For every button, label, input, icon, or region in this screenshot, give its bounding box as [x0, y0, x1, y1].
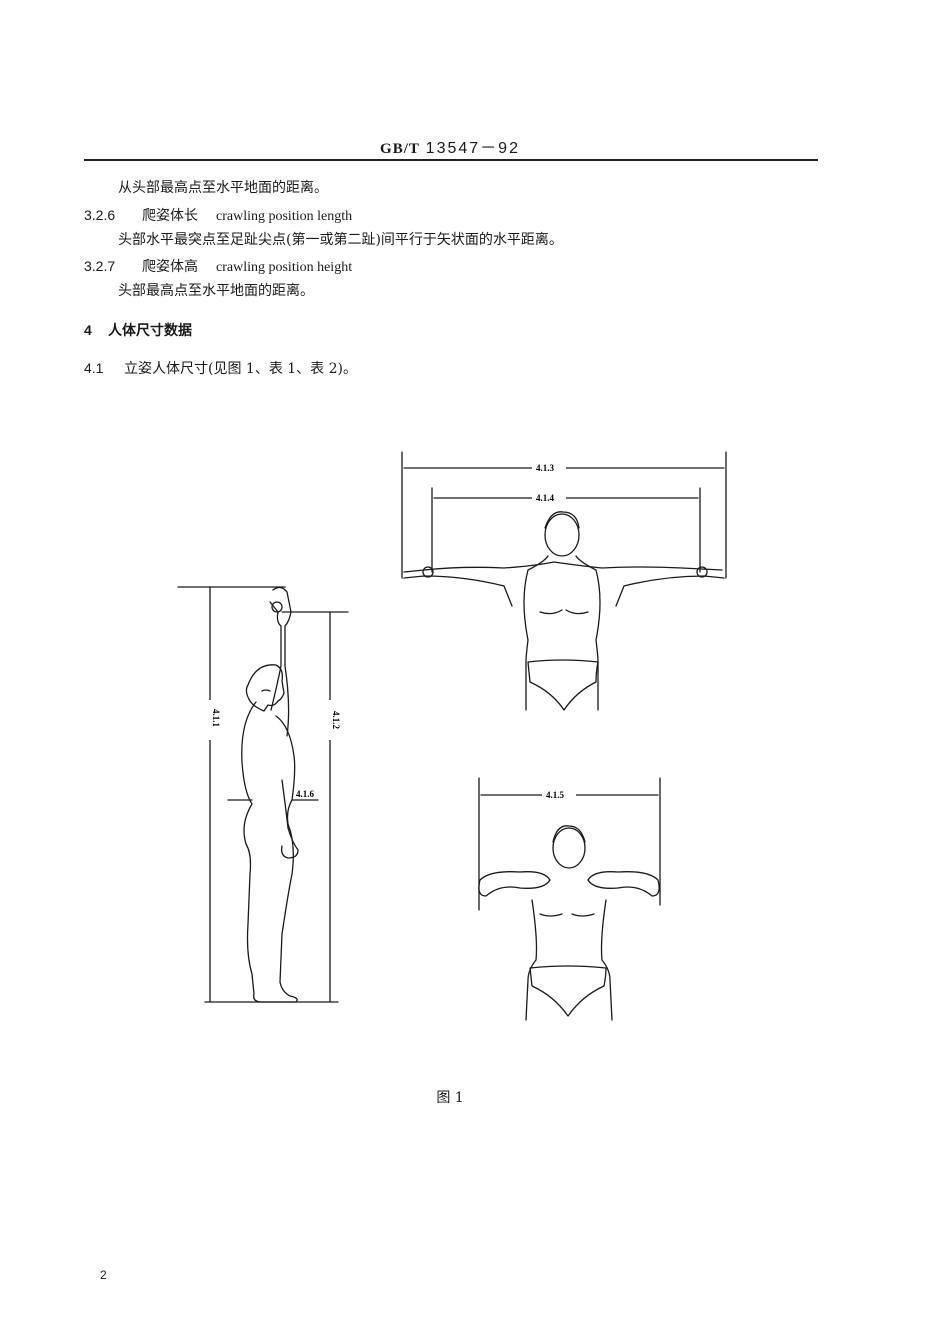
section-3-2-6-definition: 头部水平最突点至足趾尖点(第一或第二趾)间平行于矢状面的水平距离。	[118, 232, 563, 248]
section-number: 3.2.7	[84, 258, 116, 274]
label-4-1-4: 4.1.4	[536, 493, 555, 503]
label-4-1-1: 4.1.1	[211, 709, 221, 728]
continued-definition: 从头部最高点至水平地面的距离。	[118, 180, 328, 196]
document-header: GB/T 13547－92	[0, 134, 900, 158]
standard-code: GB/T	[380, 141, 420, 157]
term-cn: 爬姿体高	[142, 259, 198, 275]
standard-number: 13547－92	[425, 140, 520, 157]
chapter-4-heading: 4 人体尺寸数据	[84, 320, 192, 341]
label-4-1-2: 4.1.2	[331, 711, 341, 730]
term-en: crawling position length	[216, 209, 353, 224]
clause-text: 立姿人体尺寸(见图 1、表 1、表 2)。	[124, 361, 357, 377]
page-number: 2	[100, 1268, 107, 1282]
clause-4-1: 4.1 立姿人体尺寸(见图 1、表 1、表 2)。	[84, 358, 357, 379]
header-rule	[84, 159, 818, 161]
section-number: 3.2.6	[84, 207, 116, 223]
section-3-2-6-heading: 3.2.6 爬姿体长 crawling position length	[84, 205, 352, 227]
figure-caption: 图 1	[436, 1090, 464, 1106]
term-en: crawling position height	[216, 260, 353, 275]
chapter-number: 4	[84, 322, 92, 338]
label-4-1-5: 4.1.5	[546, 790, 565, 800]
section-3-2-7-definition: 头部最高点至水平地面的距离。	[118, 283, 314, 299]
chapter-title: 人体尺寸数据	[108, 323, 192, 339]
label-4-1-3: 4.1.3	[536, 463, 555, 473]
section-3-2-7-heading: 3.2.7 爬姿体高 crawling position height	[84, 256, 352, 278]
label-4-1-6: 4.1.6	[296, 789, 315, 799]
clause-number: 4.1	[84, 360, 104, 376]
term-cn: 爬姿体长	[142, 208, 198, 224]
